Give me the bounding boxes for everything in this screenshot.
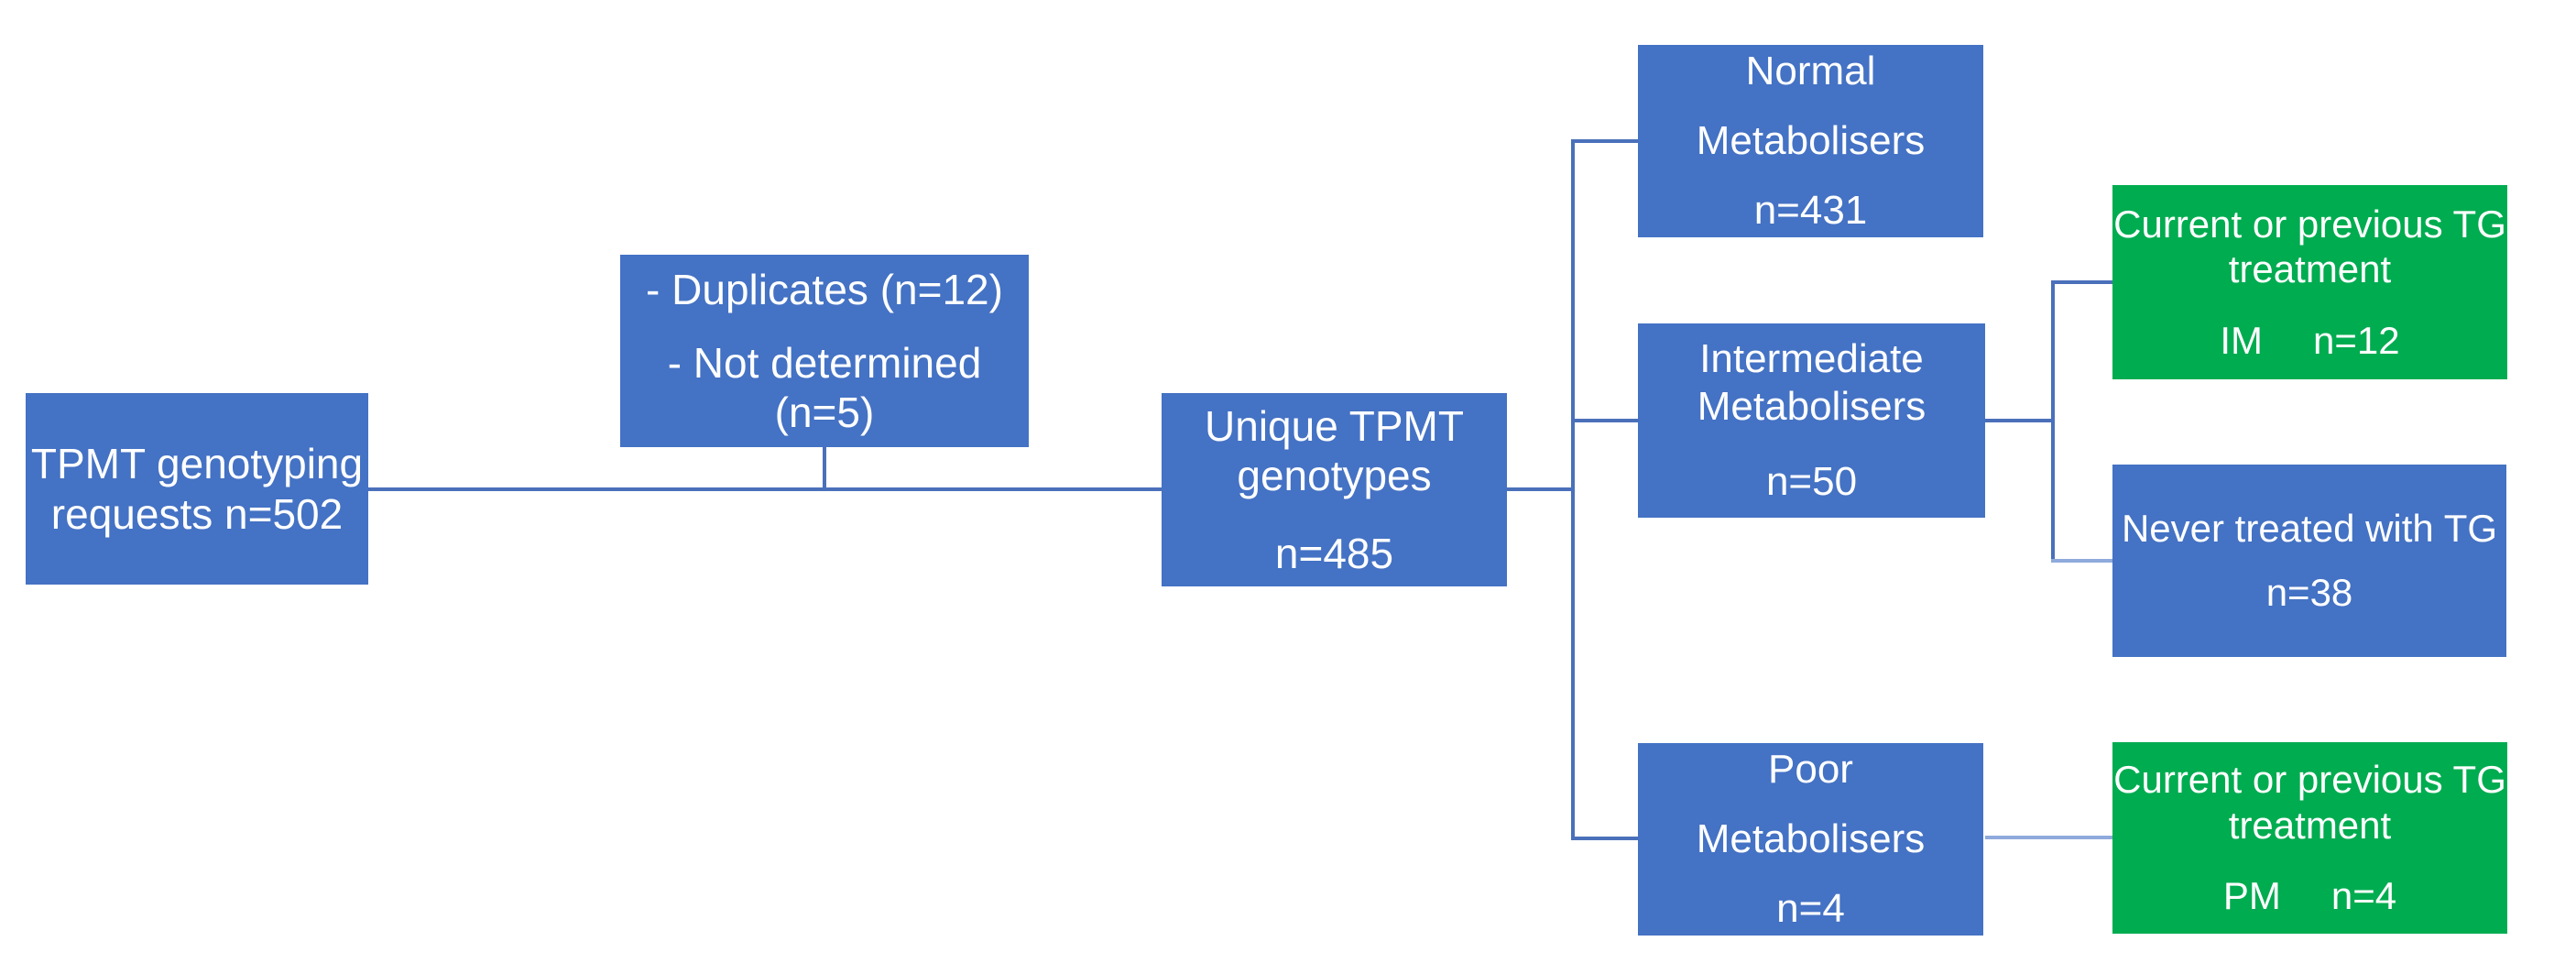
node-intermediate-metabolisers: Intermediate Metabolisers n=50 xyxy=(1638,323,1985,518)
connector-unique-to-trunk xyxy=(1507,487,1574,491)
connector-trunk-vertical xyxy=(1571,139,1575,839)
node-group-label: PM xyxy=(2222,874,2281,918)
node-text-line: TPMT genotyping xyxy=(30,440,364,488)
node-text-line: treatment xyxy=(2228,247,2392,291)
node-group-label: IM xyxy=(2220,318,2264,362)
connector-branch-normal xyxy=(1571,139,1638,143)
connector-trunk2-vertical xyxy=(2051,280,2055,563)
node-count-row: IM n=12 xyxy=(2220,318,2399,364)
node-count-label: n=485 xyxy=(1274,529,1394,577)
node-count-label: n=50 xyxy=(1765,458,1858,504)
node-excluded: - Duplicates (n=12) - Not determined (n=… xyxy=(620,255,1029,447)
node-count-row: PM n=4 xyxy=(2223,873,2396,919)
node-text-line: genotypes xyxy=(1237,452,1432,500)
node-count-label: n=38 xyxy=(2265,571,2353,614)
node-normal-metabolisers: Normal Metabolisers n=431 xyxy=(1638,45,1983,237)
connector-branch-im-treatment xyxy=(2051,280,2112,284)
node-count-label: n=4 xyxy=(2330,874,2397,918)
node-text-line: - Not determined xyxy=(667,338,982,387)
node-tpmt-requests: TPMT genotyping requests n=502 xyxy=(26,393,368,585)
node-never-treated: Never treated with TG n=38 xyxy=(2112,465,2506,657)
node-text-line: Metabolisers xyxy=(1697,384,1927,430)
connector-intermediate-to-trunk2 xyxy=(1985,419,2054,422)
node-unique-genotypes: Unique TPMT genotypes n=485 xyxy=(1162,393,1507,586)
node-text-line: Current or previous TG xyxy=(2113,758,2506,802)
node-poor-metabolisers: Poor Metabolisers n=4 xyxy=(1638,743,1983,936)
node-text-line: Current or previous TG xyxy=(2113,202,2506,246)
node-text-line: Metabolisers xyxy=(1696,118,1926,164)
node-count-label: n=12 xyxy=(2313,318,2400,362)
node-text-line: Never treated with TG xyxy=(2121,507,2498,551)
node-text-line: (n=5) xyxy=(774,389,875,437)
node-text-line: Intermediate xyxy=(1699,336,1924,382)
connector-branch-never-treated xyxy=(2051,559,2112,563)
connector-branch-intermediate xyxy=(1571,419,1638,422)
node-text-line: - Duplicates (n=12) xyxy=(646,265,1003,313)
node-text-line: Unique TPMT xyxy=(1205,402,1464,451)
node-text-line: Poor xyxy=(1768,747,1853,793)
connector-branch-poor xyxy=(1571,837,1638,840)
node-text-line: treatment xyxy=(2228,803,2392,847)
node-count-label: n=4 xyxy=(1776,885,1845,931)
connector-poor-to-pm-treatment xyxy=(1985,836,2112,839)
node-text-line: requests n=502 xyxy=(50,489,344,538)
connector-requests-to-unique xyxy=(368,487,1162,491)
node-pm-tg-treatment: Current or previous TG treatment PM n=4 xyxy=(2112,742,2507,934)
node-count-label: n=431 xyxy=(1753,187,1868,233)
node-im-tg-treatment: Current or previous TG treatment IM n=12 xyxy=(2112,185,2507,379)
node-text-line: Normal xyxy=(1745,49,1876,94)
node-text-line: Metabolisers xyxy=(1696,816,1926,862)
connector-excluded-drop xyxy=(823,447,826,491)
